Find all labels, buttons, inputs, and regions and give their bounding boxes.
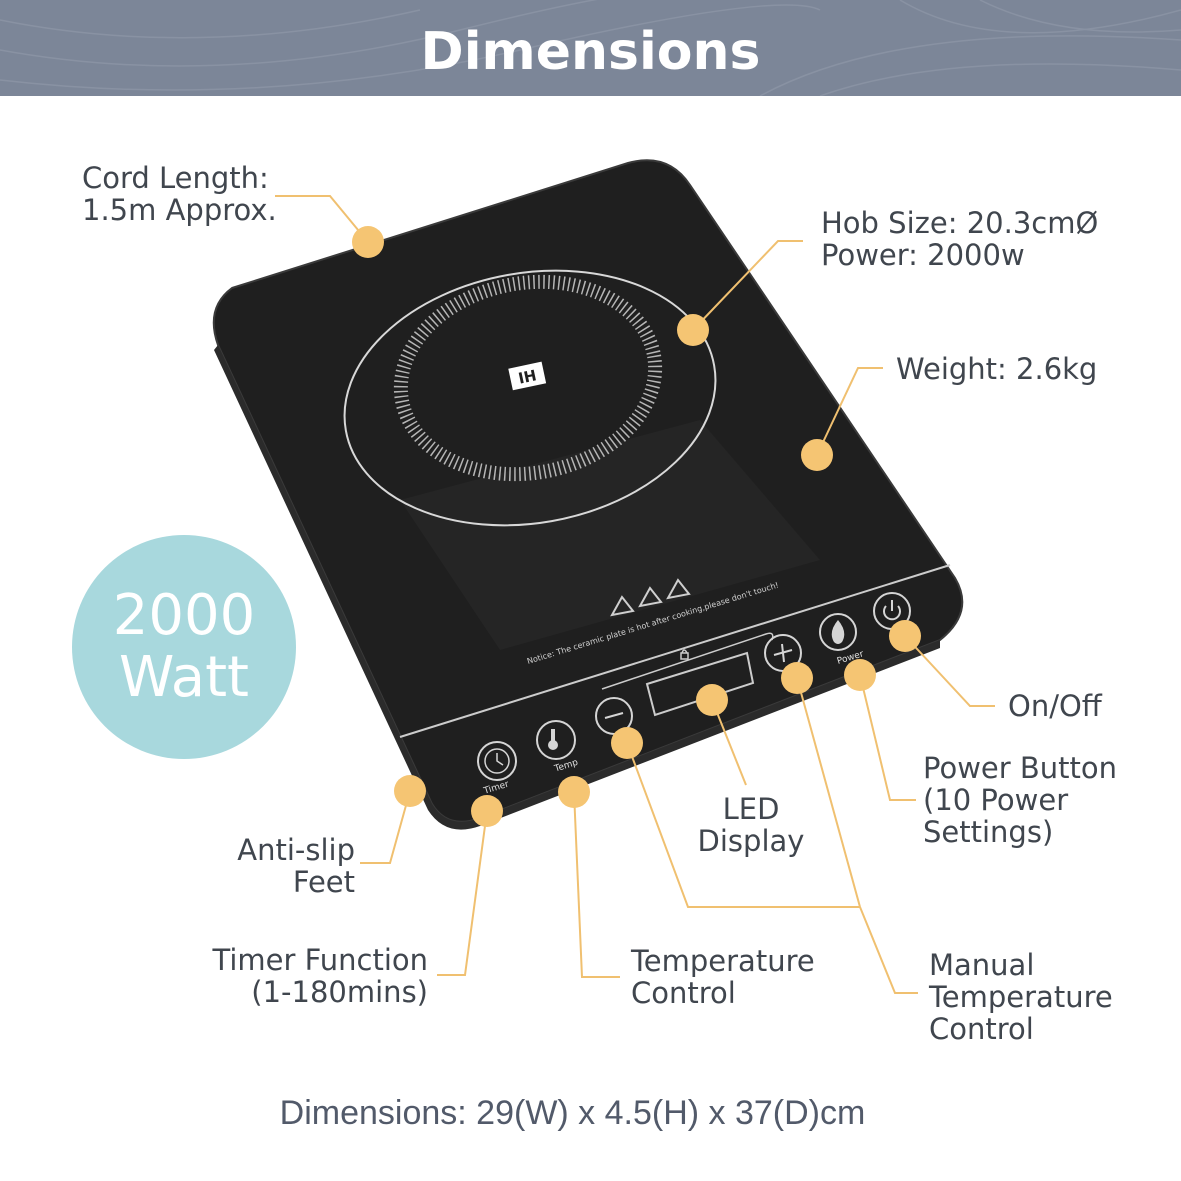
ih-text: IH [517,366,538,387]
hob-diagram: IH Notice: The ceramic plate is hot afte… [212,159,995,994]
cord-length-line-1: Cord Length: [82,161,269,195]
hob-size-label: Hob Size: 20.3cmØ Power: 2000w [821,207,1098,271]
anti-slip-label: Anti-slip Feet [200,834,355,898]
cord-leader [275,195,369,243]
antislip-leader [360,790,411,864]
cord-length-line-2: 1.5m Approx. [82,193,277,227]
manual-temperature-line-1: Manual [929,948,1035,982]
onoff-leader [904,635,995,707]
manual-temperature-line-2: Temperature [929,980,1113,1014]
timer-function-line-2: (1-180mins) [251,975,428,1009]
led-line-2: Display [697,824,805,858]
hob-size-line-1: Hob Size: 20.3cmØ [821,206,1099,240]
flame-icon [831,620,845,644]
weight-dot [801,439,833,471]
power-button-leader [859,674,916,801]
weight-line-1: Weight: 2.6kg [896,352,1098,386]
temp-dot [558,776,590,808]
wattage-badge: 2000 Watt [72,535,296,759]
temperature-control-line-2: Control [631,976,736,1010]
manual-leader-main [859,906,918,994]
callout-dots [352,226,921,827]
warning-icon [610,578,691,617]
led-display [645,651,755,717]
cooking-zone-ring [343,269,717,527]
plus-dot [781,662,813,694]
page-title: Dimensions [420,22,761,82]
contour-pattern [0,0,1181,96]
clock-icon [484,748,510,774]
anti-slip-line-2: Feet [292,865,355,899]
power-icon [883,605,901,621]
power-button-line-3: Settings) [923,815,1054,849]
onoff-dot [889,620,921,652]
timer-function-line-1: Timer Function [212,943,428,977]
cord-length-label: Cord Length: 1.5m Approx. [82,162,277,226]
leader-lines [275,195,995,994]
antislip-dot [394,775,426,807]
temperature-leader [573,791,620,978]
on-off-line-1: On/Off [1008,689,1102,723]
dimensions-text: Dimensions: 29(W) x 4.5(H) x 37(D)cm [279,1094,866,1132]
hob-size-line-2: Power: 2000w [821,238,1025,272]
control-divider [399,564,951,738]
thermometer-icon [548,740,558,750]
led-dot [696,684,728,716]
power-button-dot [844,659,876,691]
manual-temperature-label: Manual Temperature Control [929,949,1113,1045]
hob-size-dot [677,314,709,346]
temperature-control-label: Temperature Control [631,945,815,1009]
manual-leader-minus [626,742,860,908]
power-button-line-2: (10 Power [923,783,1069,817]
power-button-callout: Power Button (10 Power Settings) [923,752,1117,848]
timer-leader [437,810,488,976]
hob-size-leader [692,240,803,331]
on-off-label: On/Off [1008,690,1102,722]
led-display-label: LED Display [686,793,816,857]
manual-temperature-line-3: Control [929,1012,1034,1046]
cord-dot [352,226,384,258]
power-button-line-1: Power Button [923,751,1118,785]
ih-logo: IH [508,361,547,391]
cooking-zone-ticks [393,274,663,482]
temperature-control-line-1: Temperature [631,944,815,978]
badge-line-2: Watt [118,645,250,710]
weight-label: Weight: 2.6kg [896,353,1097,385]
minus-dot [611,727,643,759]
lock-icon [680,649,689,660]
timer-function-label: Timer Function (1-180mins) [180,944,428,1008]
led-line-1: LED [722,792,780,826]
badge-line-1: 2000 [112,583,256,648]
header-banner: Dimensions [0,0,1181,96]
manual-leader-plus [796,677,861,908]
timer-dot [471,795,503,827]
weight-leader [816,367,883,456]
anti-slip-line-1: Anti-slip [237,833,355,867]
minus-icon [604,712,624,719]
